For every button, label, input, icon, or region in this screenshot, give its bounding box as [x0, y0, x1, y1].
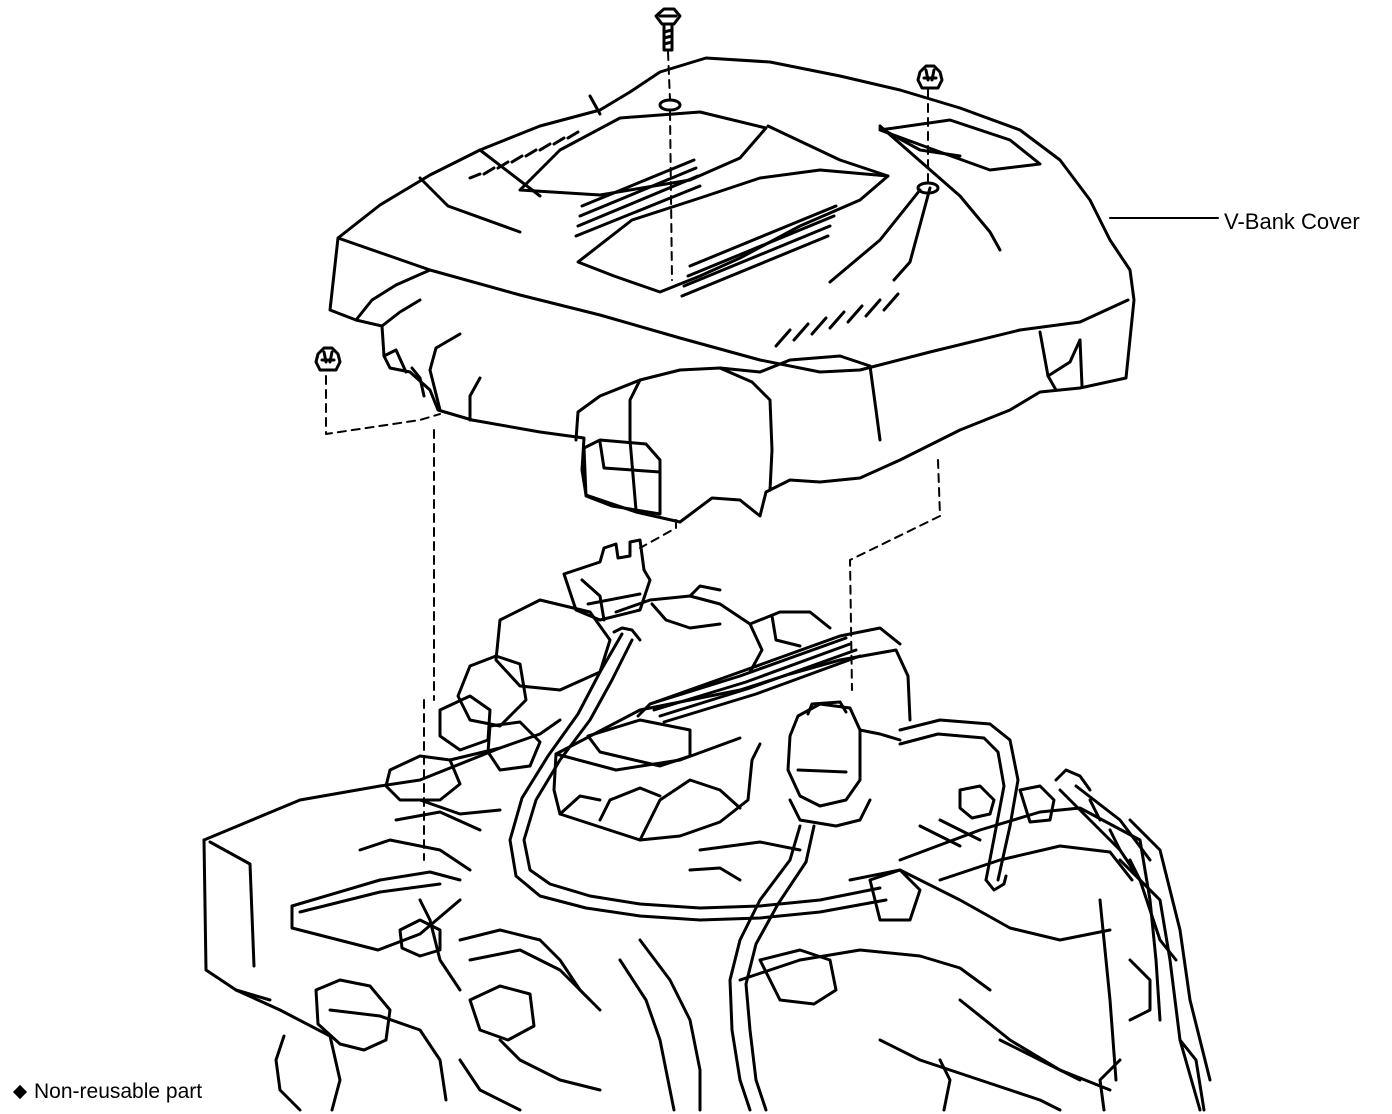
alignment-guides: [326, 52, 940, 860]
engine-assembly: [204, 540, 1210, 1110]
nut-icon: [316, 348, 340, 370]
bolt-icon: [656, 9, 680, 50]
legend-text: Non-reusable part: [34, 1080, 203, 1103]
v-bank-cover: [330, 58, 1134, 522]
nut-icon: [918, 66, 942, 88]
v-bank-cover-label: V-Bank Cover: [1224, 209, 1360, 234]
legend: Non-reusable part: [12, 1080, 202, 1104]
diamond-icon: [12, 1084, 28, 1100]
